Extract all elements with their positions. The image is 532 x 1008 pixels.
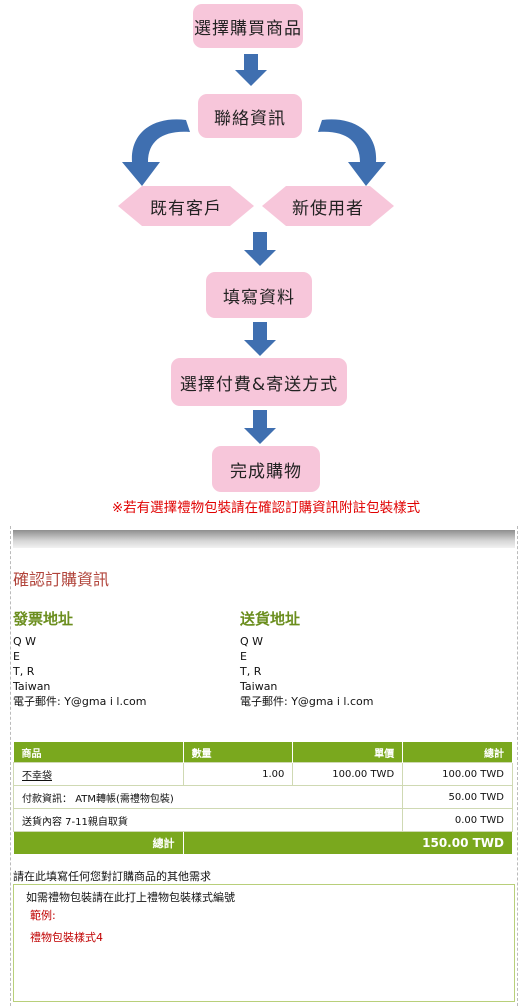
shipping-country: Taiwan xyxy=(240,680,278,693)
step-select-product: 選擇購買商品 xyxy=(193,4,303,48)
curved-arrow-right-icon xyxy=(318,119,386,186)
total-row: 總計 150.00 TWD xyxy=(13,831,514,855)
item-unit-price: 100.00 TWD xyxy=(292,762,404,786)
request-label: 請在此填寫任何您對訂購商品的其他需求 xyxy=(13,870,211,883)
shipping-address-heading: 送貨地址 xyxy=(240,610,301,628)
step-complete: 完成購物 xyxy=(212,446,320,492)
request-line2: 範例: xyxy=(30,909,56,922)
arrow-down-icon xyxy=(244,410,276,444)
payment-info: 付款資訊： ATM轉帳(需禮物包裝) xyxy=(12,785,404,809)
billing-address: Q W E T, R Taiwan 電子郵件: Y@gma i l.com xyxy=(13,634,146,709)
branch-existing-customer-label: 既有客戶 xyxy=(150,198,222,219)
arrow-down-icon xyxy=(244,322,276,356)
arrow-down-icon xyxy=(244,232,276,266)
step-complete-label: 完成購物 xyxy=(230,461,302,482)
shipping-line3: T, R xyxy=(240,665,262,678)
request-line3: 禮物包裝樣式4 xyxy=(30,931,103,944)
col-header-unit-price: 單價 xyxy=(292,742,404,763)
shipping-line2: E xyxy=(240,650,247,663)
shipping-address: Q W E T, R Taiwan 電子郵件: Y@gma i l.com xyxy=(240,634,373,709)
step-fill-data: 填寫資料 xyxy=(206,272,312,318)
col-header-total: 總計 xyxy=(402,742,513,763)
col-header-product: 商品 xyxy=(13,742,184,763)
shipping-name: Q W xyxy=(240,635,264,648)
item-quantity: 1.00 xyxy=(182,762,294,786)
curved-arrow-left-icon xyxy=(122,119,190,186)
order-confirmation-panel: 確認訂購資訊 發票地址 Q W E T, R Taiwan 電子郵件: Y@gm… xyxy=(10,526,518,1006)
diamond-shape xyxy=(262,186,394,226)
branch-existing-customer: 既有客戶 xyxy=(118,186,254,226)
branch-new-user: 新使用者 xyxy=(262,186,394,226)
item-total: 100.00 TWD xyxy=(402,762,513,786)
request-textarea[interactable]: 如需禮物包裝請在此打上禮物包裝樣式編號 範例: 禮物包裝樣式4 xyxy=(13,884,515,1002)
billing-line3: T, R xyxy=(13,665,35,678)
payment-label: 付款資訊： xyxy=(22,793,72,805)
total-label: 總計 xyxy=(13,831,184,855)
order-items-table: 商品 數量 單價 總計 不幸袋 1.00 100.00 TWD 100.00 T… xyxy=(12,742,514,855)
gift-wrap-note: ※若有選擇禮物包裝請在確認訂購資訊附註包裝樣式 xyxy=(111,500,421,516)
shipping-info: 送貨內容 7-11親自取貨 xyxy=(12,808,404,832)
col-header-quantity: 數量 xyxy=(183,742,294,763)
step-payment-shipping: 選擇付費&寄送方式 xyxy=(171,358,347,406)
table-header-row: 商品 數量 單價 總計 xyxy=(13,742,513,763)
step-select-product-label: 選擇購買商品 xyxy=(194,18,302,39)
diamond-shape xyxy=(118,186,254,226)
table-row: 付款資訊： ATM轉帳(需禮物包裝) 50.00 TWD xyxy=(12,785,513,809)
header-bar xyxy=(13,530,515,548)
step-payment-shipping-label: 選擇付費&寄送方式 xyxy=(179,374,339,395)
billing-country: Taiwan xyxy=(13,680,51,693)
billing-line2: E xyxy=(13,650,20,663)
branch-new-user-label: 新使用者 xyxy=(292,198,364,219)
billing-name: Q W xyxy=(13,635,37,648)
shipping-email: 電子郵件: Y@gma i l.com xyxy=(240,695,374,708)
total-value: 150.00 TWD xyxy=(182,831,514,855)
payment-amount: 50.00 TWD xyxy=(402,785,513,809)
page-title: 確認訂購資訊 xyxy=(13,570,110,589)
step-contact-info: 聯絡資訊 xyxy=(198,94,302,138)
billing-address-heading: 發票地址 xyxy=(13,610,74,628)
request-line1: 如需禮物包裝請在此打上禮物包裝樣式編號 xyxy=(26,891,235,904)
table-row: 送貨內容 7-11親自取貨 0.00 TWD xyxy=(12,808,513,832)
arrow-down-icon xyxy=(235,54,267,86)
product-link[interactable]: 不幸袋 xyxy=(22,770,52,782)
shipping-amount: 0.00 TWD xyxy=(402,808,513,832)
step-fill-data-label: 填寫資料 xyxy=(223,287,295,308)
table-row: 不幸袋 1.00 100.00 TWD 100.00 TWD xyxy=(13,762,513,786)
step-contact-info-label: 聯絡資訊 xyxy=(214,108,286,129)
payment-value: ATM轉帳(需禮物包裝) xyxy=(75,793,174,805)
billing-email: 電子郵件: Y@gma i l.com xyxy=(13,695,147,708)
